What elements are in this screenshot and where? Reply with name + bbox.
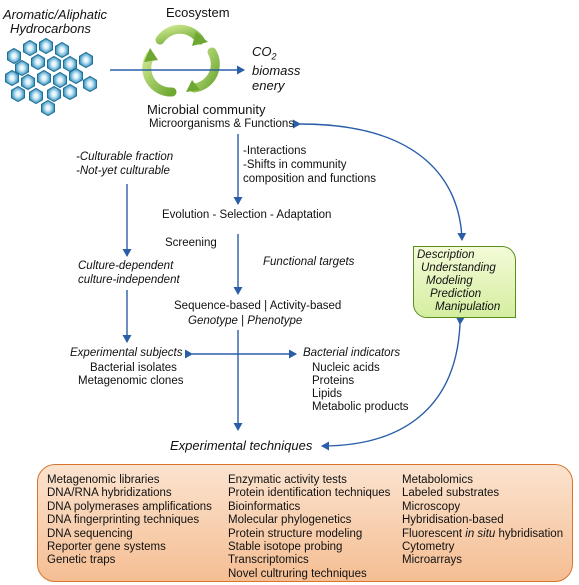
indicator-item: Metabolic products — [312, 401, 409, 413]
culture-independent-label: culture-independent — [78, 274, 180, 286]
culture-dependent-label: Culture-dependent — [78, 260, 174, 272]
hexagon-molecule-icon — [63, 83, 77, 101]
subject-item: Metagenomic clones — [78, 375, 184, 387]
hexagon-molecule-icon — [37, 69, 51, 87]
hexagon-molecule-icon — [39, 37, 53, 55]
technique-item: Microscopy — [402, 500, 461, 513]
indicators-title: Bacterial indicators — [303, 347, 401, 359]
techniques-box: Metagenomic libraries DNA/RNA hybridizat… — [37, 464, 573, 582]
functional-targets-label: Functional targets — [263, 256, 355, 268]
hexagon-molecule-icon — [83, 75, 97, 93]
hexagon-molecule-icon — [47, 85, 61, 103]
techniques-title: Experimental techniques — [170, 438, 313, 453]
technique-item: Genetic traps — [47, 554, 116, 567]
technique-item-fluorescent: Fluorescent in situ hybridisation — [402, 527, 564, 540]
energy-label: enery — [252, 78, 285, 93]
hexagon-molecule-icon — [7, 47, 21, 65]
hexagon-molecule-icon — [11, 85, 25, 103]
technique-item: DNA/RNA hybridizations — [47, 487, 172, 500]
technique-item: DNA sequencing — [47, 527, 133, 540]
hexagon-molecule-icon — [69, 67, 83, 85]
technique-item: Protein identification techniques — [228, 487, 391, 500]
not-yet-culturable-label: -Not-yet culturable — [76, 165, 170, 177]
technique-item: Microarrays — [402, 554, 463, 567]
technique-item: Transcriptomics — [228, 554, 309, 567]
description-item: Modeling — [426, 275, 473, 287]
hexagon-molecule-icon — [29, 87, 43, 105]
ecosystem-label: Ecosystem — [166, 5, 230, 20]
techniques-col2: Enzymatic activity tests Protein identif… — [228, 474, 390, 581]
technique-item: DNA polymerases amplifications — [47, 500, 212, 513]
hexagon-molecule-icon — [79, 51, 93, 69]
technique-item: Enzymatic activity tests — [228, 474, 347, 486]
hexagon-molecule-icon — [41, 99, 55, 117]
screening-label: Screening — [165, 237, 217, 249]
hexagon-molecule-icon — [23, 39, 37, 57]
arrow-description-techniques — [321, 316, 465, 451]
indicator-item: Proteins — [312, 375, 355, 387]
description-item: Understanding — [421, 262, 496, 274]
interactions-label: -Interactions — [243, 145, 307, 157]
description-box: Description Understanding Modeling Predi… — [413, 246, 516, 318]
subjects-title: Experimental subjects — [70, 347, 183, 359]
community-title: Microbial community — [147, 102, 266, 117]
community-subtitle: Microorganisms & Functions — [149, 118, 295, 130]
technique-item: Stable isotope probing — [228, 541, 343, 554]
description-item: Manipulation — [435, 301, 501, 313]
hexagon-molecule-icon — [31, 53, 45, 71]
technique-item: Novel cultruring techniques — [228, 567, 367, 580]
arrow-community-description — [292, 119, 467, 241]
technique-item: Bioinformatics — [228, 500, 301, 513]
technique-item: Labeled substrates — [402, 487, 500, 500]
techniques-col1: Metagenomic libraries DNA/RNA hybridizat… — [47, 474, 212, 568]
technique-item: Hybridisation-based — [402, 514, 504, 527]
technique-item: DNA fingerprinting techniques — [47, 514, 200, 527]
technique-item: Reporter gene systems — [47, 541, 166, 554]
hexagon-molecule-icon — [15, 59, 29, 77]
hexagon-molecule-icon — [5, 69, 19, 87]
indicator-item: Lipids — [312, 388, 343, 400]
technique-item: Protein structure modeling — [228, 527, 363, 540]
hydrocarbons-label-line1: Aromatic/Aliphatic — [3, 7, 108, 22]
shifts-label: -Shifts in community — [243, 159, 347, 171]
description-item: Prediction — [430, 288, 482, 300]
technique-item: Cytometry — [402, 541, 455, 554]
composition-label: composition and functions — [243, 173, 376, 185]
recycle-ecosystem-icon — [142, 24, 220, 97]
biomass-label: biomass — [252, 63, 301, 78]
hexagon-molecule-icon — [47, 55, 61, 73]
hexagon-molecule-icon — [53, 71, 67, 89]
co2-label: CO2 — [252, 44, 277, 62]
hexagon-molecule-icon — [55, 41, 69, 59]
technique-item: Molecular phylogenetics — [228, 514, 352, 527]
description-item: Description — [417, 249, 475, 261]
technique-item: Metabolomics — [402, 474, 473, 486]
hydrocarbon-molecules-icon — [5, 37, 97, 117]
evolution-label: Evolution - Selection - Adaptation — [162, 209, 332, 221]
techniques-col3: Metabolomics Labeled substrates Microsco… — [402, 474, 563, 568]
technique-item: Metagenomic libraries — [47, 474, 160, 486]
indicator-item: Nucleic acids — [312, 362, 380, 374]
genotype-row: Genotype | Phenotype — [188, 315, 303, 327]
hexagon-molecule-icon — [21, 73, 35, 91]
subject-item: Bacterial isolates — [90, 362, 177, 374]
culturable-label: -Culturable fraction — [76, 151, 174, 163]
hydrocarbons-label-line2: Hydrocarbons — [10, 21, 91, 36]
sequence-row: Sequence-based | Activity-based — [174, 300, 342, 312]
